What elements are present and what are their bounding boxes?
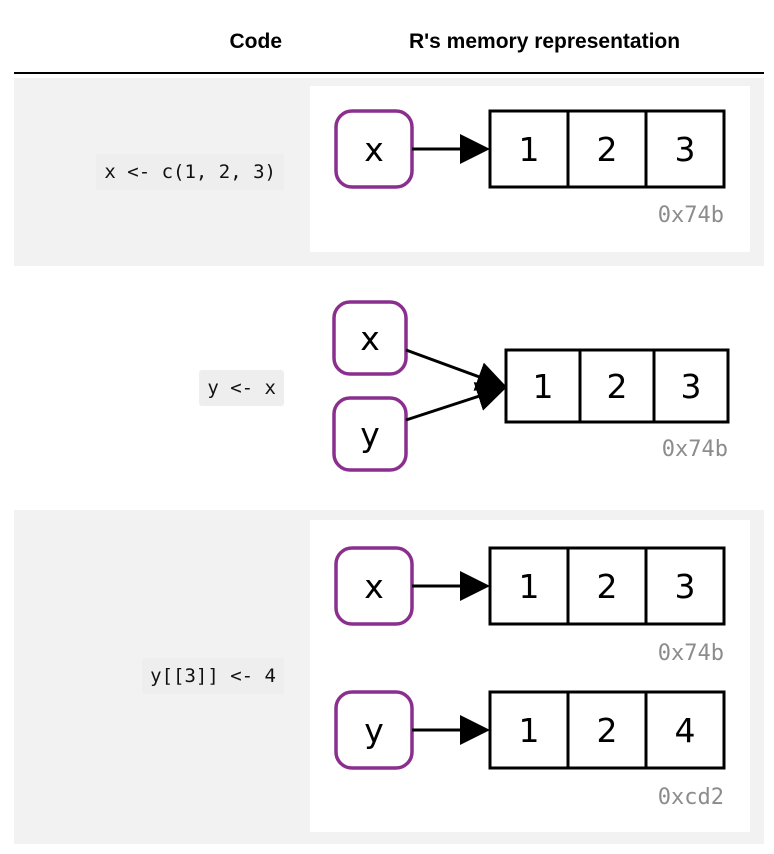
name-box-x <box>332 300 408 376</box>
vector-value: 1 <box>519 567 540 606</box>
vector-value: 3 <box>681 367 702 406</box>
row-1: x <- c(1, 2, 3) x 1 2 3 0x74b <box>14 78 764 266</box>
binding-arrow-x <box>405 348 507 391</box>
name-label-x: x <box>364 130 384 169</box>
name-box-y <box>332 396 408 472</box>
vector-value: 1 <box>533 367 554 406</box>
memory-address: 0xcd2 <box>658 785 724 810</box>
vector-value: 3 <box>675 130 696 169</box>
memory-panel-2: x y 1 2 3 0x74b <box>310 280 750 490</box>
code-snippet-1: x <- c(1, 2, 3) <box>96 154 284 190</box>
name-label-y: y <box>364 711 384 750</box>
memory-address: 0x74b <box>658 203 724 228</box>
vector-value: 1 <box>519 130 540 169</box>
name-label-y: y <box>360 415 380 454</box>
header-divider <box>14 72 764 74</box>
memory-address: 0x74b <box>658 641 724 666</box>
code-column-header: Code <box>229 30 283 53</box>
vector-cells-x <box>488 546 726 626</box>
vector-value: 2 <box>597 711 618 750</box>
memory-panel-1: x 1 2 3 0x74b <box>310 86 750 252</box>
row-3: y[[3]] <- 4 x 1 2 3 0x74b y <box>14 510 764 844</box>
vector-cells <box>504 348 730 424</box>
vector-value: 2 <box>597 130 618 169</box>
vector-cells <box>488 109 726 189</box>
memory-panel-3: x 1 2 3 0x74b y 1 2 4 0xcd2 <box>310 520 750 832</box>
memory-diagram-2: x y 1 2 3 0x74b <box>332 300 730 472</box>
code-snippet-2: y <- x <box>199 370 284 406</box>
vector-value: 4 <box>675 711 696 750</box>
vector-cells-y <box>488 690 726 770</box>
name-label-x: x <box>364 567 384 606</box>
memory-column-header: R's memory representation <box>409 30 681 53</box>
binding-arrow-y <box>405 382 507 422</box>
memory-diagram-3: x 1 2 3 0x74b y 1 2 4 0xcd2 <box>334 546 726 810</box>
vector-value: 3 <box>675 567 696 606</box>
vector-value: 2 <box>607 367 628 406</box>
memory-address: 0x74b <box>662 437 728 462</box>
vector-value: 2 <box>597 567 618 606</box>
code-snippet-3: y[[3]] <- 4 <box>142 658 284 694</box>
name-label-x: x <box>360 319 380 358</box>
memory-diagram-1: x 1 2 3 0x74b <box>334 109 726 228</box>
vector-value: 1 <box>519 711 540 750</box>
row-2: y <- x x y 1 2 3 0x74b <box>14 280 764 490</box>
